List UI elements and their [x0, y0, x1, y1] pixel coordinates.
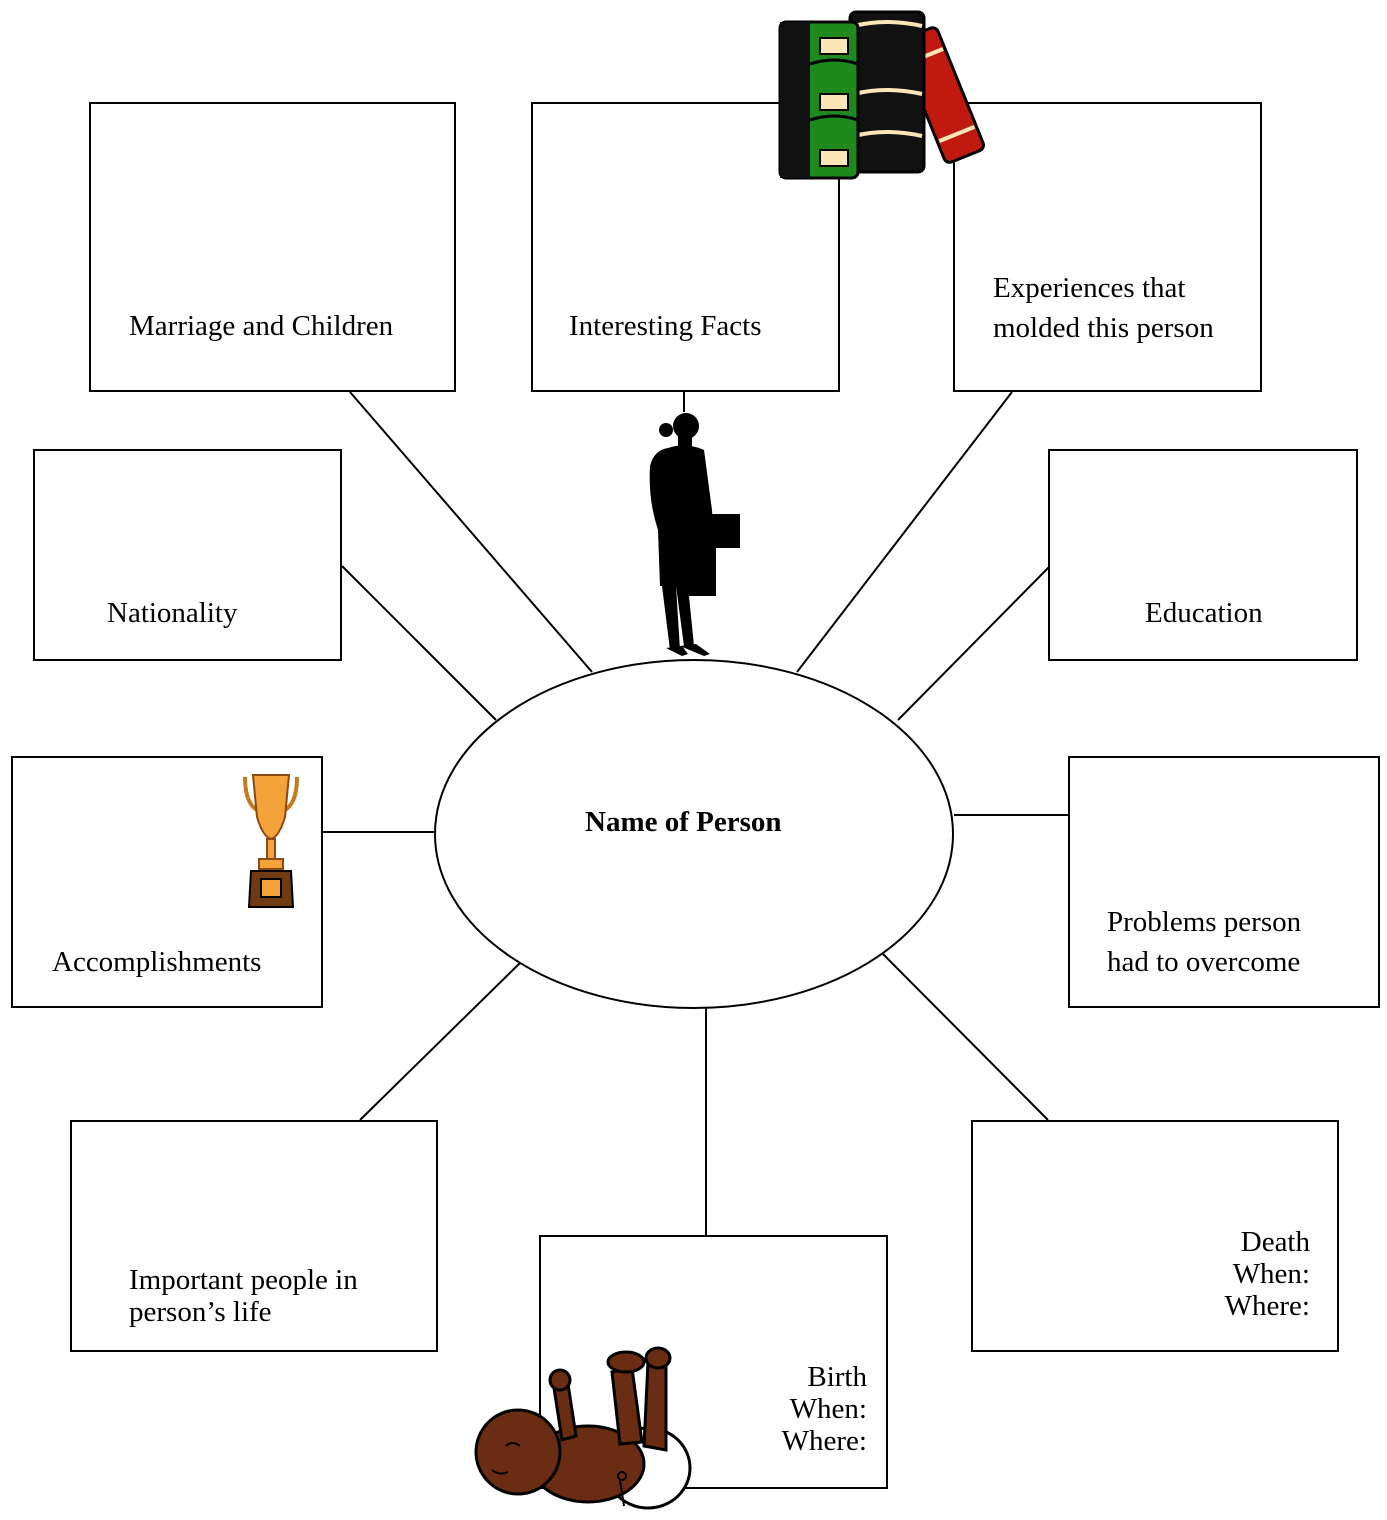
death-label: Death — [1240, 1226, 1310, 1258]
education-label: Education — [1145, 597, 1263, 629]
books-icon — [778, 10, 985, 180]
connector-nationality — [341, 565, 497, 721]
accomplishments-label: Accomplishments — [52, 946, 262, 978]
important-people-label-line1: Important people in — [129, 1264, 358, 1296]
experiences-label-line2: molded this person — [993, 312, 1214, 344]
problems-label-line2: had to overcome — [1107, 946, 1301, 978]
connector-experiences — [796, 391, 1013, 673]
center-ellipse — [434, 659, 954, 1009]
center-label[interactable]: Name of Person — [585, 806, 782, 838]
connector-education — [897, 565, 1051, 721]
nationality-label: Nationality — [107, 597, 238, 629]
box-marriage-children[interactable]: Marriage and Children — [89, 102, 456, 392]
box-problems[interactable]: Problems person had to overcome — [1068, 756, 1380, 1008]
death-where-label: Where: — [1224, 1290, 1310, 1322]
woman-silhouette-icon — [649, 413, 740, 656]
birth-when-label: When: — [789, 1393, 867, 1425]
birth-where-label: Where: — [781, 1425, 867, 1457]
box-important-people[interactable]: Important people in person’s life — [70, 1120, 438, 1352]
interesting-facts-label: Interesting Facts — [569, 310, 762, 342]
problems-label-line1: Problems person — [1107, 906, 1302, 938]
box-death[interactable]: Death When: Where: — [971, 1120, 1339, 1352]
box-education[interactable]: Education — [1048, 449, 1358, 661]
trophy-icon — [243, 774, 299, 908]
birth-label: Birth — [807, 1361, 867, 1393]
baby-icon — [474, 1346, 692, 1510]
connector-death — [881, 952, 1049, 1121]
box-nationality[interactable]: Nationality — [33, 449, 342, 661]
box-experiences[interactable]: Experiences that molded this person — [953, 102, 1262, 392]
experiences-label-line1: Experiences that — [993, 272, 1186, 304]
connector-marriage — [349, 391, 593, 673]
marriage-children-label: Marriage and Children — [129, 310, 394, 342]
connector-important-people — [359, 962, 521, 1121]
death-when-label: When: — [1232, 1258, 1310, 1290]
important-people-label-line2: person’s life — [129, 1296, 272, 1328]
